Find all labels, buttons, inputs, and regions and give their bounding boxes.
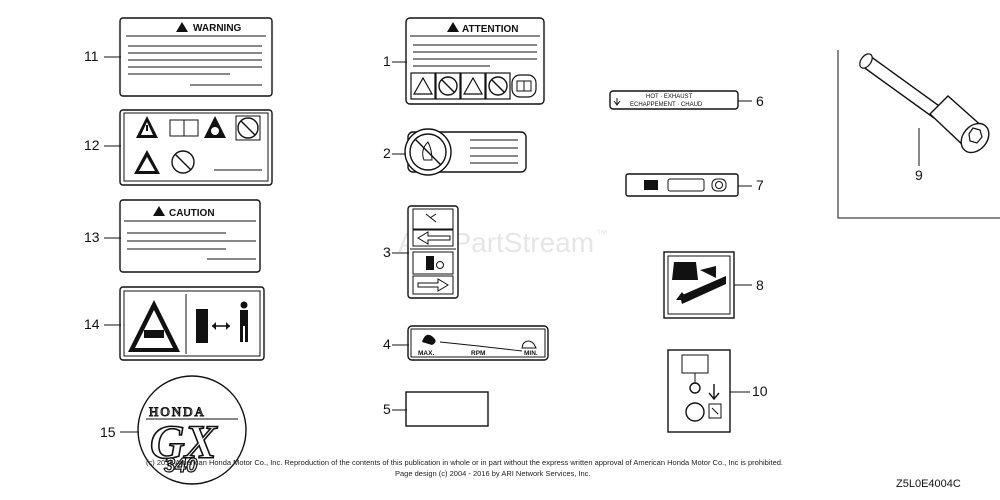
callout-4: 4 (383, 336, 391, 352)
oil-can-icon (672, 262, 698, 280)
part-7-strip-label[interactable] (625, 173, 739, 197)
part-1-attention-label[interactable]: ATTENTION (405, 17, 545, 105)
person-icon (240, 301, 248, 309)
engine-block-icon (196, 309, 208, 343)
throttle-min-label: MIN. (524, 350, 538, 357)
callout-7: 7 (756, 177, 764, 193)
part-8-oil-label[interactable] (663, 251, 735, 319)
part-5-blank-label[interactable] (405, 391, 489, 427)
left-arrow-icon (417, 231, 451, 245)
part-12-pictogram-label[interactable] (119, 109, 273, 186)
callout-15: 15 (100, 424, 116, 440)
emblem-model: 340 (164, 455, 197, 477)
right-arrow-icon (417, 278, 449, 292)
diagram-code: Z5L0E4004C (896, 478, 961, 490)
inset-panel-border (837, 50, 1000, 219)
copyright-line-1: (c) 2016 American Honda Motor Co., Inc. … (146, 458, 783, 467)
watermark-tm: ™ (596, 227, 608, 241)
warning-triangle-icon (176, 22, 188, 32)
turtle-icon (521, 340, 537, 349)
down-arrow-icon (613, 98, 621, 106)
part-15-honda-gx340-emblem[interactable]: HONDA GX 340 (137, 375, 247, 485)
callout-9: 9 (915, 167, 923, 183)
part-10-level-label[interactable] (667, 349, 731, 433)
part-9-plug-wrench[interactable] (857, 52, 994, 158)
callout-5: 5 (383, 401, 391, 417)
rabbit-icon (422, 334, 436, 345)
hex-socket-icon (968, 127, 983, 144)
part-14-distance-label[interactable] (119, 286, 265, 361)
part-6-hot-exhaust-label[interactable]: HOT · EXHAUST ECHAPPEMENT · CHAUD (609, 90, 739, 110)
throttle-rpm-label: RPM (471, 350, 485, 357)
no-fire-icon (171, 150, 195, 174)
emblem-brand: HONDA (149, 404, 206, 419)
down-arrow-icon (708, 384, 720, 401)
exhaust-line2: ECHAPPEMENT · CHAUD (630, 102, 703, 108)
attention-triangle-icon (447, 22, 459, 32)
attention-pictogram-row (410, 72, 537, 100)
callout-6: 6 (756, 93, 764, 109)
copyright-line-2: Page design (c) 2004 - 2016 by ARI Netwo… (395, 469, 591, 478)
callout-2: 2 (383, 145, 391, 161)
callout-8: 8 (756, 277, 764, 293)
callout-13: 13 (84, 229, 100, 245)
part-4-throttle-label[interactable]: MAX. RPM MIN. (407, 325, 549, 361)
caution-triangle-icon (153, 206, 165, 216)
emblem-series: GX (150, 416, 218, 469)
part-3-choke-fuel-label[interactable] (407, 205, 459, 299)
throttle-max-label: MAX. (418, 350, 434, 357)
callout-11: 11 (84, 48, 99, 64)
engine-tilt-icon (680, 276, 726, 304)
warning-title: WARNING (193, 23, 242, 34)
callout-10: 10 (752, 383, 768, 399)
part-2-no-fire-label[interactable] (404, 128, 527, 176)
callout-1: 1 (383, 53, 391, 69)
attention-title: ATTENTION (462, 24, 518, 35)
part-11-warning-label[interactable]: WARNING (119, 17, 273, 97)
caution-title: CAUTION (169, 208, 215, 219)
callout-3: 3 (383, 244, 391, 260)
part-13-caution-label[interactable]: CAUTION (119, 199, 261, 273)
fuel-pump-icon (426, 256, 434, 270)
exhaust-line1: HOT · EXHAUST (646, 94, 693, 100)
up-arrow-icon (676, 292, 688, 300)
callout-12: 12 (84, 137, 100, 153)
callout-14: 14 (84, 316, 100, 332)
engine-icon (644, 180, 658, 190)
